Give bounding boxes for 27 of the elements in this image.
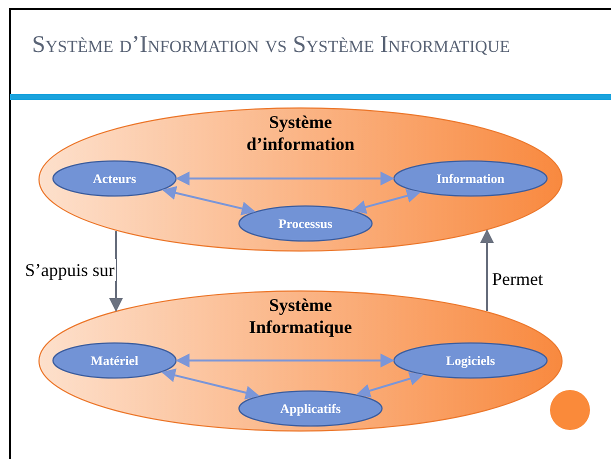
- entity-ellipse: [52, 342, 177, 379]
- edge-label: S’appuis sur: [24, 259, 116, 281]
- arrow: [162, 186, 256, 216]
- system-heading: Système d’information: [246, 111, 356, 155]
- entity-label: Acteurs: [92, 170, 136, 188]
- entity-label: Processus: [278, 214, 332, 233]
- entity-label: Matériel: [90, 352, 138, 370]
- edge-label: Permet: [491, 268, 544, 290]
- slide-title: Système d’Information vs Système Informatique: [32, 31, 511, 60]
- system-heading: Système Informatique: [248, 294, 353, 338]
- entity-label: Information: [436, 170, 504, 188]
- entity-ellipse: [238, 390, 383, 427]
- entity-label: Applicatifs: [280, 400, 341, 418]
- arrow: [161, 368, 260, 400]
- arrow: [109, 231, 123, 312]
- arrow: [176, 172, 394, 186]
- system-ellipse: [38, 290, 563, 432]
- arrow: [480, 229, 494, 312]
- entity-label: Logiciels: [446, 352, 496, 370]
- arrow: [176, 354, 394, 368]
- arrow: [352, 188, 421, 214]
- arrow: [356, 372, 424, 398]
- entity-ellipse: [238, 205, 373, 242]
- entity-ellipse: [52, 160, 177, 197]
- entity-ellipse: [393, 342, 548, 379]
- entity-ellipse: [393, 160, 548, 197]
- system-ellipse: [38, 107, 563, 252]
